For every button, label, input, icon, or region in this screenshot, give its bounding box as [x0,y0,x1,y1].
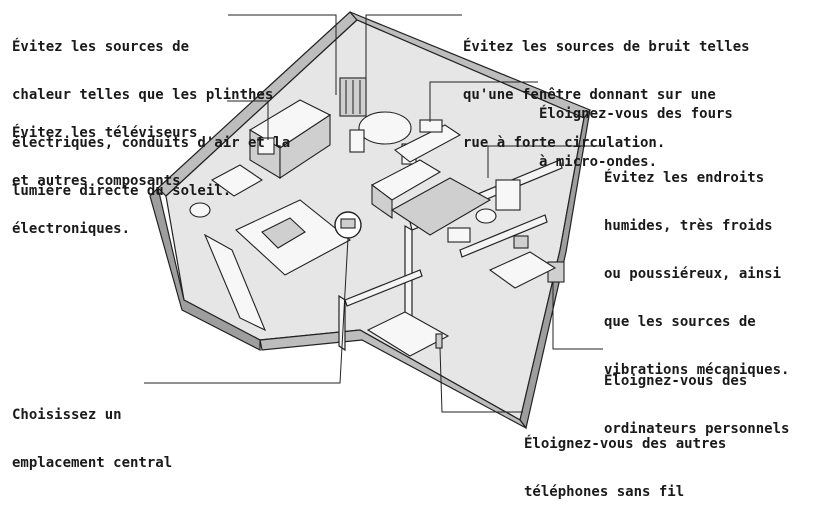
callout-humid-places: Évitez les endroits humides, très froids… [604,138,789,410]
callout-line: ou poussiéreux, ainsi [604,266,782,282]
callout-line: à micro-ondes. [539,154,658,170]
callout-line: Éloignez-vous des fours [539,106,733,122]
front-wall [259,329,527,429]
computer-monitor [513,235,529,249]
callout-line: Évitez les téléviseurs [12,125,198,141]
bathroom-sink [447,227,471,243]
microwave-oven [419,119,443,133]
callout-televisions: Évitez les téléviseurs et autres composa… [12,93,197,269]
callout-line: Évitez les endroits [604,170,765,186]
callout-noise-sources: Évitez les sources de bruit telles qu'un… [463,7,750,183]
phone-icon [340,218,356,229]
leader-tv [227,100,269,140]
callout-line: que les sources de [604,314,756,330]
leader-humid [487,145,603,178]
kitchen-counter-front [371,183,393,220]
partition-bedroom [344,269,423,307]
tv-cabinet-side [279,113,331,180]
bedside-phone [435,333,443,349]
callout-line: Éloignez-vous des [604,373,748,389]
kitchen-upper [393,124,462,163]
callout-line: emplacement central [12,455,173,471]
callout-microwave: Éloignez-vous des fours à micro-ondes. [539,74,733,202]
callout-line: vibrations mécaniques. [604,362,790,378]
side-table [189,202,211,218]
callout-line: et autres composants [12,173,181,189]
callout-cordless-phones: Éloignez-vous des autres téléphones sans… [524,404,726,532]
shower [495,179,521,211]
callout-central-location: Choisissez un emplacement central [12,375,172,503]
callout-line: électriques, conduits d'air et la [12,135,291,151]
partition-bedroom-side [338,294,346,352]
front-left-wall [149,186,261,351]
desk [488,251,557,289]
armchair [210,164,264,197]
leader-computers [552,282,603,350]
television [257,137,275,155]
sofa [203,233,267,332]
callout-line: chaleur telles que les plinthes [12,87,274,103]
partition-bath [459,214,548,258]
callout-line: lumière directe du soleil. [12,183,232,199]
callout-line: Choisissez un [12,407,122,423]
callout-line: humides, très froids [604,218,773,234]
tile-floor [390,177,492,236]
callout-line: électroniques. [12,221,131,237]
callout-line: Évitez les sources de bruit telles [463,39,750,55]
callout-personal-computers: Éloignez-vous des ordinateurs personnels [604,341,789,469]
leader-microwave [429,81,538,122]
coffee-table [261,217,306,249]
callout-line: Évitez les sources de [12,39,190,55]
toilet [475,208,497,224]
callout-line: Éloignez-vous des autres [524,436,727,452]
leader-central [144,237,349,384]
callout-line: ordinateurs personnels [604,421,790,437]
callout-line: qu'une fenêtre donnant sur une [463,87,716,103]
bed [366,311,450,357]
callout-line: rue à forte circulation. [463,135,666,151]
apartment-illustration [144,11,603,430]
leader-heat [228,14,337,95]
dining-table [358,111,412,145]
leader-noise [365,14,462,78]
callout-line: téléphones sans fil [524,484,685,500]
chair [349,129,365,153]
callout-heat-sources: Évitez les sources de chaleur telles que… [12,7,290,231]
apartment-placement-diagram: Évitez les sources de chaleur telles que… [12,7,789,500]
leader-cordless [439,347,523,413]
